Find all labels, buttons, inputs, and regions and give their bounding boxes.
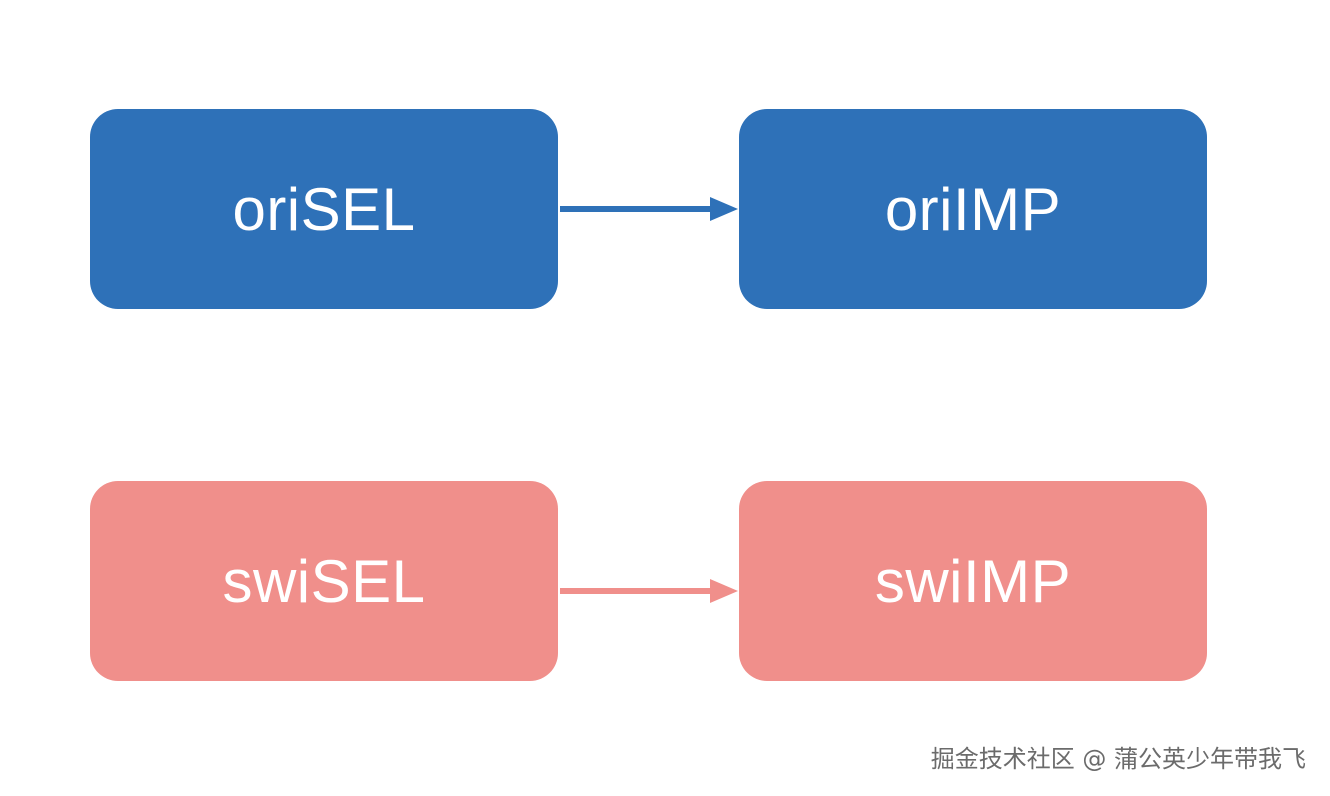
- ori-imp-node: oriIMP: [739, 109, 1207, 309]
- ori-sel-node: oriSEL: [90, 109, 558, 309]
- swi-sel-node: swiSEL: [90, 481, 558, 681]
- ori-sel-label: oriSEL: [232, 175, 416, 243]
- watermark-text: 掘金技术社区 @ 蒲公英少年带我飞: [930, 745, 1306, 773]
- ori-arrow: [560, 197, 738, 221]
- swi-imp-label: swiIMP: [874, 547, 1072, 615]
- swi-imp-node: swiIMP: [739, 481, 1207, 681]
- swi-arrow: [560, 579, 738, 603]
- ori-imp-label: oriIMP: [884, 175, 1062, 243]
- swi-sel-label: swiSEL: [222, 547, 426, 615]
